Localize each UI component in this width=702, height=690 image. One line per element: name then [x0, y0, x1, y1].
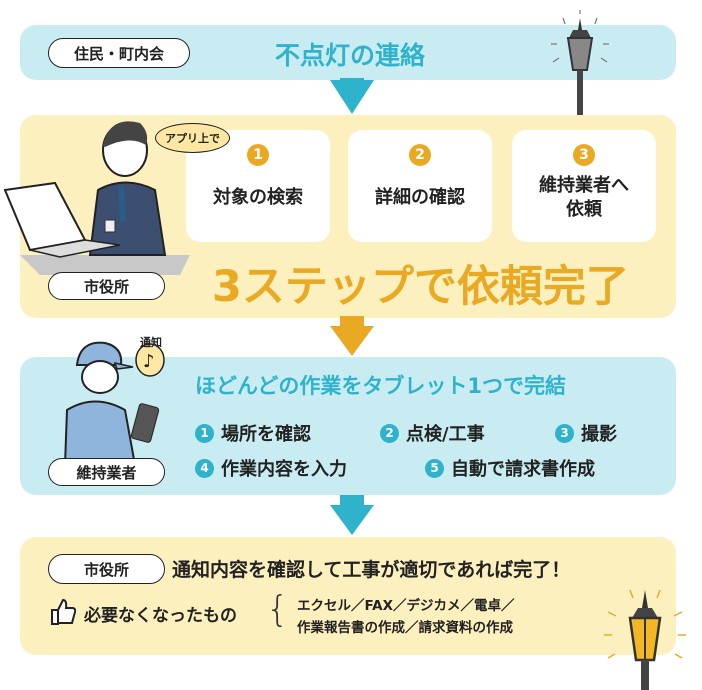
task-label: 点検/工事 — [406, 424, 485, 445]
maintenance-worker-illustration: ♪ — [63, 341, 165, 465]
city-hall-badge: 市役所 — [48, 272, 165, 300]
step-label: 維持業者へ 依頼 — [539, 175, 629, 221]
task-number: 2 — [380, 423, 399, 443]
arrow-stem — [340, 78, 364, 92]
task-item-1: 1 場所を確認 — [195, 420, 311, 446]
step-card-2: 2 詳細の確認 — [348, 130, 492, 242]
office-worker-illustration — [3, 121, 190, 275]
task-number: 1 — [195, 423, 214, 443]
list-line: エクセル／FAX／デジカメ／電卓／ — [297, 598, 515, 614]
step3-title: ほどんどの作業をタブレット1つで完結 — [195, 374, 566, 398]
thumbs-up-icon — [51, 598, 76, 625]
task-item-5: 5 自動で請求書作成 — [425, 455, 595, 481]
list-line: 作業報告書の作成／請求資料の作成 — [297, 619, 513, 636]
brace-icon: { — [266, 589, 289, 630]
city-hall-badge: 市役所 — [48, 554, 165, 584]
task-label: 撮影 — [581, 424, 617, 445]
notification-label: 通知 — [140, 336, 162, 349]
step1-title: 不点灯の連絡 — [274, 41, 425, 70]
step4-title: 通知内容を確認して工事が適切であれば完了！ — [172, 559, 571, 581]
step-number: 1 — [247, 144, 269, 166]
three-step-headline: 3ステップで依頼完了 — [212, 262, 629, 312]
no-longer-needed-label: 必要なくなったもの — [84, 606, 237, 626]
step-card-3: 3 維持業者へ 依頼 — [512, 130, 656, 242]
step-label: 詳細の確認 — [375, 187, 465, 208]
step-label: 対象の検索 — [213, 187, 303, 208]
svg-text:♪: ♪ — [143, 351, 155, 372]
task-label: 場所を確認 — [221, 424, 311, 445]
arrow-down-icon — [330, 326, 374, 356]
task-number: 3 — [555, 423, 574, 443]
street-lamp-lit-icon — [604, 589, 686, 690]
step-number: 3 — [573, 144, 595, 166]
task-item-3: 3 撮影 — [555, 420, 617, 446]
street-lamp-off-icon — [551, 10, 609, 116]
task-label: 作業内容を入力 — [221, 459, 347, 480]
task-number: 4 — [195, 458, 214, 478]
no-longer-needed-list: エクセル／FAX／デジカメ／電卓／ 作業報告書の作成／請求資料の作成 — [297, 596, 515, 639]
task-number: 5 — [425, 458, 444, 478]
step-number: 2 — [409, 144, 431, 166]
contractor-badge: 維持業者 — [48, 458, 165, 486]
task-label: 自動で請求書作成 — [451, 459, 595, 480]
arrow-down-icon — [330, 505, 374, 535]
app-speech-bubble: アプリ上で — [155, 123, 230, 153]
resident-badge: 住民・町内会 — [48, 38, 190, 68]
task-item-4: 4 作業内容を入力 — [195, 455, 347, 481]
task-item-2: 2 点検/工事 — [380, 420, 485, 446]
